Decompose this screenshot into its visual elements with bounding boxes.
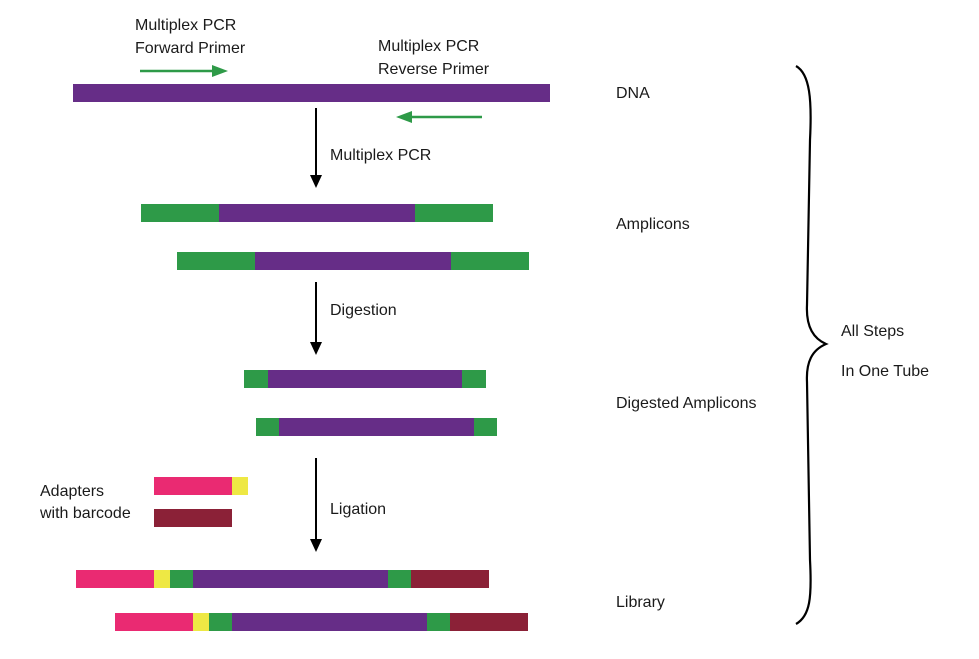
ligation-step-arrow (310, 458, 322, 552)
primer-segment (451, 252, 529, 270)
adapter-pink-segment (115, 613, 193, 631)
dna-strand (73, 84, 550, 102)
primer-segment (170, 570, 193, 588)
stage-label-library: Library (616, 594, 665, 611)
library-fragment-2 (115, 613, 528, 631)
stage-label-amplicons: Amplicons (616, 216, 690, 233)
reverse-primer-arrow (396, 111, 482, 123)
digestion-step-arrow (310, 282, 322, 355)
primer-segment (388, 570, 411, 588)
primer-segment (474, 418, 497, 436)
dna-segment (193, 570, 388, 588)
bracket-label-line2: In One Tube (841, 363, 930, 380)
stage-label-digested: Digested Amplicons (616, 395, 757, 412)
adapter-maroon-segment (154, 509, 232, 527)
primer-segment (415, 204, 493, 222)
ligation-step-label: Ligation (330, 501, 387, 518)
reverse-primer-label-line2: Reverse Primer (378, 61, 490, 78)
adapter-maroon-segment (411, 570, 489, 588)
adapter-pink-segment (76, 570, 154, 588)
barcode-segment (193, 613, 209, 631)
reverse-primer-label-line1: Multiplex PCR (378, 38, 480, 55)
amplicon-2 (177, 252, 529, 270)
primer-segment (141, 204, 219, 222)
curly-bracket (795, 65, 829, 625)
adapter-pink-segment (154, 477, 232, 495)
dna-segment (279, 418, 474, 436)
adapter-maroon (154, 509, 232, 527)
dna-segment (73, 84, 550, 102)
pcr-step-arrow (310, 108, 322, 188)
primer-segment (209, 613, 232, 631)
primer-segment (256, 418, 279, 436)
dna-segment (232, 613, 427, 631)
digested-amplicon-2 (256, 418, 497, 436)
primer-segment (244, 370, 268, 388)
digestion-step-label: Digestion (330, 302, 397, 319)
pcr-step-label: Multiplex PCR (330, 147, 432, 164)
primer-segment (177, 252, 255, 270)
amplicon-1 (141, 204, 493, 222)
adapter-with-barcode (154, 477, 248, 495)
dna-segment (268, 370, 462, 388)
library-fragment-1 (76, 570, 489, 588)
forward-primer-arrow (140, 65, 228, 77)
dna-segment (255, 252, 451, 270)
forward-primer-label-line1: Multiplex PCR (135, 17, 237, 34)
adapters-label-line1: Adapters (40, 483, 105, 500)
primer-segment (427, 613, 450, 631)
stage-label-dna: DNA (616, 85, 650, 102)
digested-amplicon-1 (244, 370, 486, 388)
bracket-label-line1: All Steps (841, 323, 905, 340)
forward-primer-label-line2: Forward Primer (135, 40, 246, 57)
dna-segment (219, 204, 415, 222)
adapters-label-line2: with barcode (40, 505, 131, 522)
primer-segment (462, 370, 486, 388)
adapter-maroon-segment (450, 613, 528, 631)
barcode-segment (232, 477, 248, 495)
barcode-segment (154, 570, 170, 588)
